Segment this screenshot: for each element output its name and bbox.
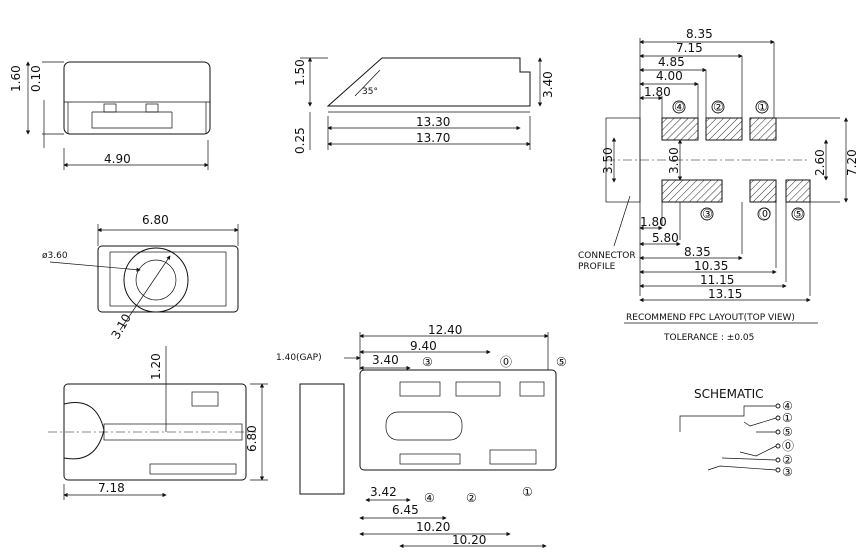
profile-dim-thickness: 0.25 [293, 127, 307, 154]
side-dim-gap: 0.10 [29, 65, 43, 92]
round-view: 6.80 ø3.60 3.10 [42, 213, 239, 342]
top-view: 1.40(GAP) 12.40 9.40 3.40 3.42 6.45 10.2… [276, 323, 567, 549]
schematic-pin: ③ [782, 465, 793, 479]
fpc-pad-label: ② [713, 100, 724, 114]
profile-dim-height: 1.50 [293, 59, 307, 86]
profile-dim-len2: 13.70 [416, 131, 450, 145]
fpc-pad-label: ① [757, 100, 768, 114]
top-dim-gap: 1.40(GAP) [276, 353, 322, 363]
top-dim-d: 3.42 [370, 485, 397, 499]
schematic-pin: ④ [782, 399, 793, 413]
fpc-top-dim: 8.35 [686, 27, 713, 41]
fpc-layout: 8.35 7.15 4.85 4.00 1.80 ④ ② ① ③ ⓪ ⑤ 3.5… [578, 27, 859, 343]
schematic-title: SCHEMATIC [694, 387, 763, 401]
fpc-bottom-dim: 8.35 [684, 245, 711, 259]
fpc-tolerance: TOLERANCE : ±0.05 [663, 333, 754, 343]
bottom-view: 1.20 6.80 7.18 [48, 346, 268, 500]
fpc-top-dim: 4.00 [656, 69, 683, 83]
round-dim-diameter: ø3.60 [42, 251, 68, 261]
profile-dim-side: 3.40 [541, 71, 555, 98]
top-dim-a: 3.40 [372, 353, 399, 367]
fpc-caption: RECOMMEND FPC LAYOUT(TOP VIEW) [626, 313, 795, 323]
fpc-bottom-dim: 13.15 [708, 287, 742, 301]
bottom-dim-height: 6.80 [245, 425, 259, 452]
top-dim-e: 6.45 [392, 503, 419, 517]
fpc-mid-dim: 3.60 [667, 147, 681, 174]
fpc-pad-label: ③ [702, 207, 713, 221]
round-dim-width: 6.80 [142, 213, 169, 227]
round-dim-radius: 3.10 [108, 311, 133, 341]
top-pin-label: ② [466, 491, 477, 505]
fpc-bottom-dim: 10.35 [694, 259, 728, 273]
fpc-right-dim-2: 7.20 [845, 149, 859, 176]
fpc-top-dim: 1.80 [644, 85, 671, 99]
fpc-left-dim: 3.50 [601, 147, 615, 174]
side-dim-width: 4.90 [104, 152, 131, 166]
side-view: 1.60 0.10 4.90 [9, 61, 211, 170]
top-dim-b: 9.40 [410, 339, 437, 353]
fpc-right-dim-1: 2.60 [813, 149, 827, 176]
fpc-bottom-dim: 5.80 [652, 231, 679, 245]
fpc-connector-label: CONNECTOR [578, 251, 636, 261]
fpc-pad-label: ④ [674, 100, 685, 114]
schematic-pin: ① [782, 411, 793, 425]
schematic-pin: ⓪ [782, 439, 794, 453]
schematic-pin: ⑤ [782, 425, 793, 439]
schematic: SCHEMATIC ④ ① ⑤ ⓪ ② ③ [679, 387, 794, 479]
top-pin-label: ③ [422, 355, 433, 369]
profile-view: 35° 1.50 0.25 3.40 13.30 13.70 [293, 57, 555, 154]
top-pin-label: ⓪ [500, 355, 512, 369]
profile-dim-angle: 35° [362, 87, 378, 97]
fpc-bottom-dim: 1.80 [640, 215, 667, 229]
fpc-pad-label: ⑤ [793, 207, 804, 221]
fpc-pad-label: ⓪ [759, 207, 771, 221]
top-pin-label: ① [522, 485, 533, 499]
fpc-top-dim: 4.85 [658, 55, 685, 69]
fpc-profile-label: PROFILE [578, 262, 616, 272]
schematic-pin: ② [782, 453, 793, 467]
top-dim-c: 12.40 [428, 323, 462, 337]
profile-dim-len1: 13.30 [416, 115, 450, 129]
fpc-top-dim: 7.15 [676, 41, 703, 55]
bottom-dim-x: 7.18 [98, 481, 125, 495]
top-dim-f: 10.20 [416, 520, 450, 534]
top-pin-label: ④ [424, 491, 435, 505]
fpc-bottom-dim: 11.15 [700, 273, 734, 287]
top-dim-g: 10.20 [452, 533, 486, 547]
bottom-dim-offset: 1.20 [149, 353, 163, 380]
top-pin-label: ⑤ [556, 355, 567, 369]
side-dim-height: 1.60 [9, 65, 23, 92]
